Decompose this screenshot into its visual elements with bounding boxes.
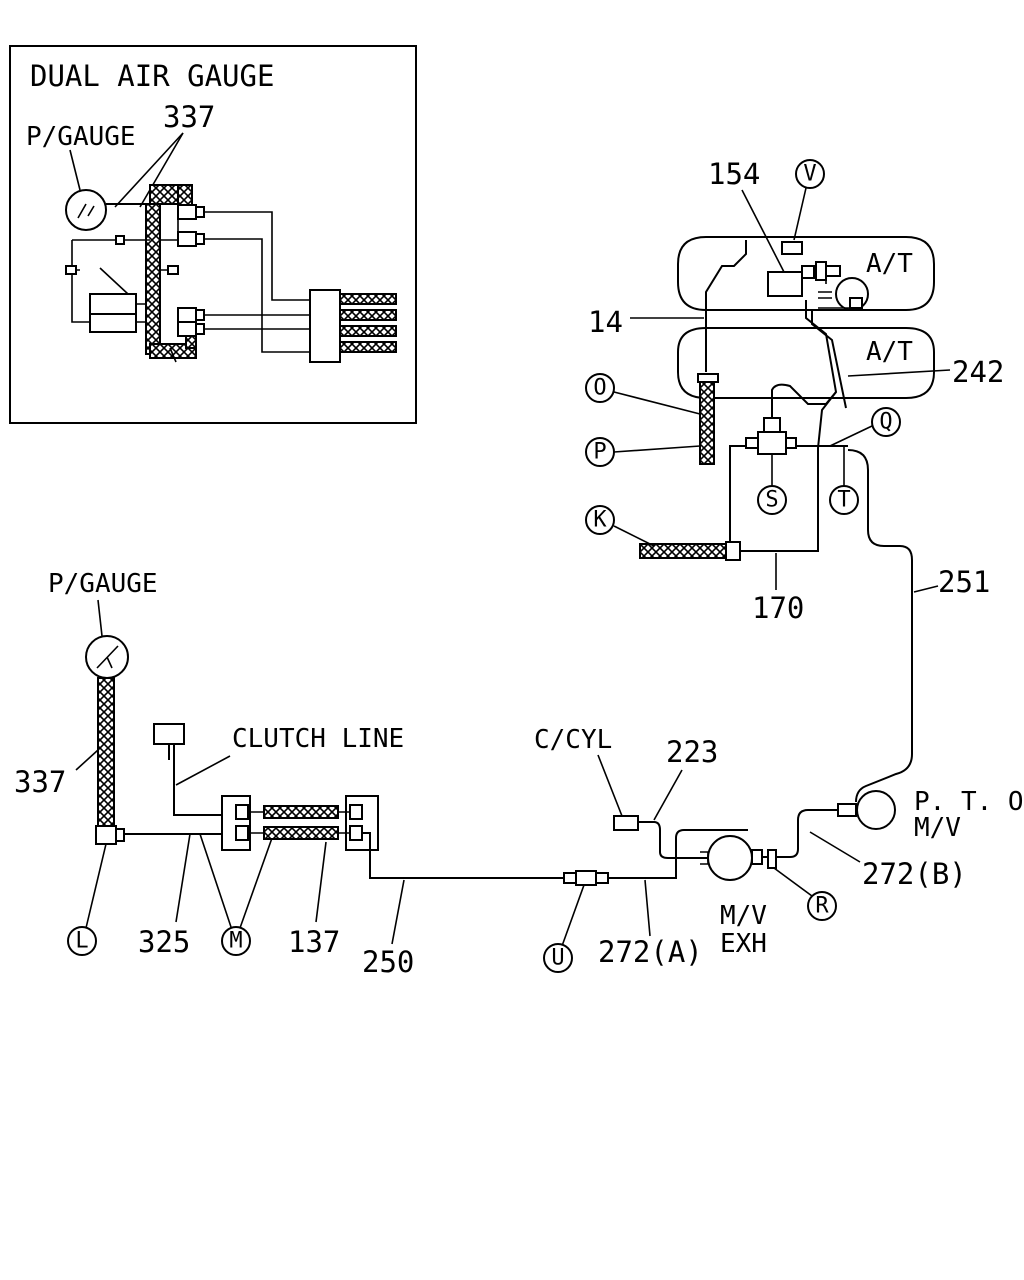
pipe-170 xyxy=(740,546,819,552)
at-label-upper: A/T xyxy=(866,249,913,279)
inset-hose-top xyxy=(106,184,191,205)
part-170-label: 170 xyxy=(752,591,804,625)
air-tank-lower xyxy=(677,327,935,399)
pipe-223 xyxy=(638,821,710,859)
union-fitting-u xyxy=(575,870,597,886)
callout-u xyxy=(543,943,573,973)
inset-valve-top xyxy=(89,293,137,315)
pipe-242 xyxy=(805,300,838,548)
svg-text:U: U xyxy=(551,946,564,971)
inset-part-337: 337 xyxy=(163,100,215,134)
hose-137-lower xyxy=(263,826,339,840)
tank-assembly: 251 A/T A/T 154 V 14 242 O xyxy=(585,157,1004,803)
part-242-label: 242 xyxy=(952,355,1004,389)
svg-text:O: O xyxy=(593,376,606,401)
pto-label-2: M/V xyxy=(914,813,961,843)
tee-fitting-s xyxy=(757,431,787,455)
callout-s xyxy=(757,485,787,515)
pipe-272a xyxy=(608,829,748,879)
tee-fitting-l xyxy=(95,825,117,845)
hose-op xyxy=(699,381,715,465)
part-154-label: 154 xyxy=(708,157,760,191)
pto-label-1: P. T. O xyxy=(914,787,1024,817)
pipe-272b xyxy=(762,809,838,858)
svg-text:Q: Q xyxy=(879,410,892,435)
clutch-line-pipe xyxy=(173,744,236,816)
part-223-label: 223 xyxy=(666,735,718,769)
inset-hose-bottom xyxy=(149,343,197,359)
svg-text:R: R xyxy=(815,894,829,919)
c-cyl-label: C/CYL xyxy=(534,725,612,755)
svg-text:M: M xyxy=(229,929,242,954)
pipe-251 xyxy=(847,449,913,803)
at-label-lower: A/T xyxy=(866,337,913,367)
dual-air-gauge-inset: DUAL AIR GAUGE P/GAUGE 337 xyxy=(9,45,417,424)
callout-q xyxy=(871,407,901,437)
callout-v xyxy=(795,159,825,189)
part-337-label: 337 xyxy=(14,765,66,799)
part-14-label: 14 xyxy=(588,305,623,339)
inset-valve-bottom xyxy=(89,313,137,333)
c-cyl-fitting xyxy=(613,815,639,831)
callout-o xyxy=(585,373,615,403)
drain-valve-v xyxy=(781,241,803,255)
inset-gauge-leader xyxy=(69,149,81,191)
clutch-fitting xyxy=(153,723,185,745)
inset-gauge-label: P/GAUGE xyxy=(26,122,136,152)
pipe-14 xyxy=(705,240,747,372)
left-assembly: P/GAUGE 337 L CLUTCH LINE 325 M xyxy=(14,569,564,979)
part-251-label: 251 xyxy=(938,565,990,599)
inset-connector-block xyxy=(309,289,341,363)
inset-title: DUAL AIR GAUGE xyxy=(30,59,274,93)
fitting-r xyxy=(767,849,777,869)
callout-t xyxy=(829,485,859,515)
inset-337-leader-a xyxy=(114,132,184,208)
air-tank-upper xyxy=(677,236,935,311)
inset-pressure-gauge-icon xyxy=(65,189,107,231)
callout-l xyxy=(67,926,97,956)
svg-text:K: K xyxy=(593,508,607,533)
inset-frame xyxy=(9,45,417,424)
hose-337 xyxy=(97,677,115,827)
pipe-250 xyxy=(362,832,564,879)
callout-r xyxy=(807,891,837,921)
callout-k xyxy=(585,505,615,535)
valve-154 xyxy=(767,271,803,297)
svg-text:V: V xyxy=(803,162,816,187)
svg-text:S: S xyxy=(765,488,778,513)
svg-text:P: P xyxy=(593,440,606,465)
pto-mv-valve-icon xyxy=(856,790,896,830)
part-272a-label: 272(A) xyxy=(598,935,703,969)
mv-exh-label-1: M/V xyxy=(720,901,767,931)
inset-hose-vertical xyxy=(145,203,161,355)
pto-fitting xyxy=(837,803,857,817)
part-325-label: 325 xyxy=(138,925,190,959)
svg-text:T: T xyxy=(837,488,850,513)
clutch-line-label: CLUTCH LINE xyxy=(232,724,404,754)
mv-exh-label-2: EXH xyxy=(720,929,767,959)
bottom-middle-assembly: U 272(A) C/CYL 223 M/V EXH R 272(B) P. T… xyxy=(534,725,1024,973)
part-137-label: 137 xyxy=(288,925,340,959)
callout-m xyxy=(221,926,251,956)
part-272b-label: 272(B) xyxy=(862,857,967,891)
p-gauge-label: P/GAUGE xyxy=(48,569,158,599)
svg-text:L: L xyxy=(75,929,88,954)
inset-337-leader-b xyxy=(139,132,184,208)
mv-exh-valve-icon xyxy=(707,835,753,881)
part-250-label: 250 xyxy=(362,945,414,979)
hose-137-upper xyxy=(263,805,339,819)
